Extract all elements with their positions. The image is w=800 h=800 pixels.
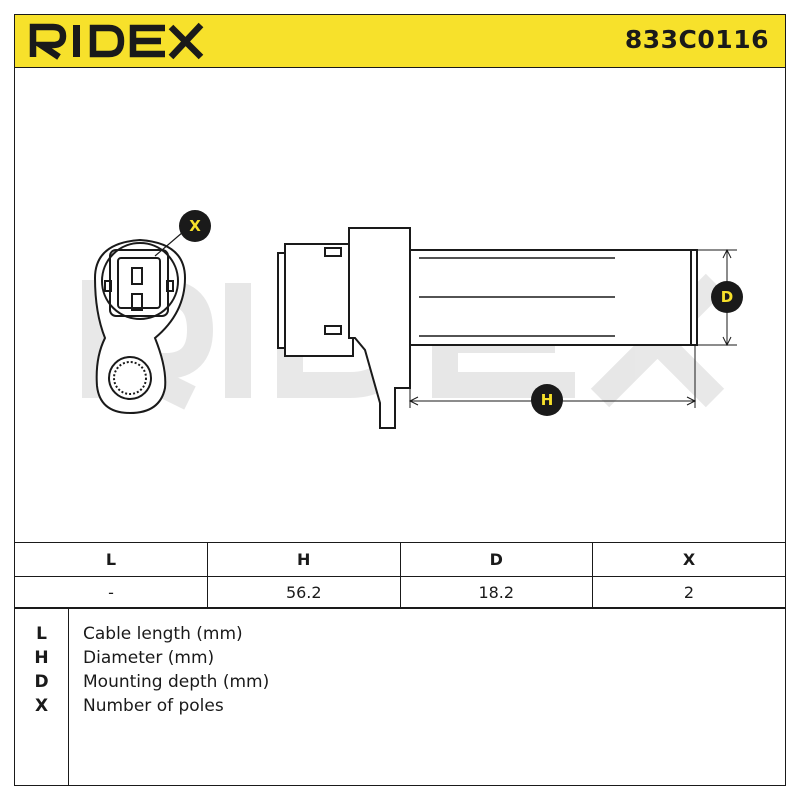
header-bar: 833C0116 — [15, 15, 785, 68]
sensor-end-view — [93, 225, 191, 415]
dimension-table: L H D X - 56.2 18.2 2 — [15, 542, 785, 608]
value-d: 18.2 — [399, 576, 593, 608]
legend-description: Diameter (mm) — [83, 648, 215, 668]
header-l: L — [15, 542, 208, 577]
dimension-lines — [408, 248, 737, 408]
legend-description: Mounting depth (mm) — [83, 672, 270, 692]
datasheet: 833C0116 — [14, 14, 786, 786]
legend-key: X — [34, 696, 49, 716]
ridex-logo — [29, 22, 204, 60]
value-l: - — [15, 576, 208, 608]
legend-key: H — [34, 648, 49, 668]
header-d: D — [399, 542, 593, 577]
legend-divider — [68, 609, 69, 786]
callout-h-label: H — [541, 391, 554, 409]
legend-key: L — [36, 624, 47, 644]
legend: L Cable length (mm) H Diameter (mm) D Mo… — [15, 608, 785, 786]
part-number: 833C0116 — [624, 25, 769, 54]
legend-description: Number of poles — [83, 696, 224, 716]
legend-description: Cable length (mm) — [83, 624, 243, 644]
callout-d: D — [711, 281, 743, 313]
callout-x: X — [179, 210, 211, 242]
sensor-side-view — [277, 227, 698, 429]
header-x: X — [592, 542, 785, 577]
callout-x-label: X — [189, 217, 201, 235]
legend-row: L Cable length (mm) — [15, 622, 785, 646]
legend-key: D — [34, 672, 49, 692]
technical-drawing: X D H — [82, 210, 743, 429]
dimension-table-value-row: - 56.2 18.2 2 — [15, 576, 785, 608]
legend-row: H Diameter (mm) — [15, 646, 785, 670]
legend-row: X Number of poles — [15, 694, 785, 718]
legend-row: D Mounting depth (mm) — [15, 670, 785, 694]
callout-d-label: D — [721, 288, 733, 306]
callout-h: H — [531, 384, 563, 416]
dimension-table-header-row: L H D X — [15, 542, 785, 577]
value-h: 56.2 — [207, 576, 401, 608]
header-h: H — [207, 542, 401, 577]
value-x: 2 — [592, 576, 785, 608]
